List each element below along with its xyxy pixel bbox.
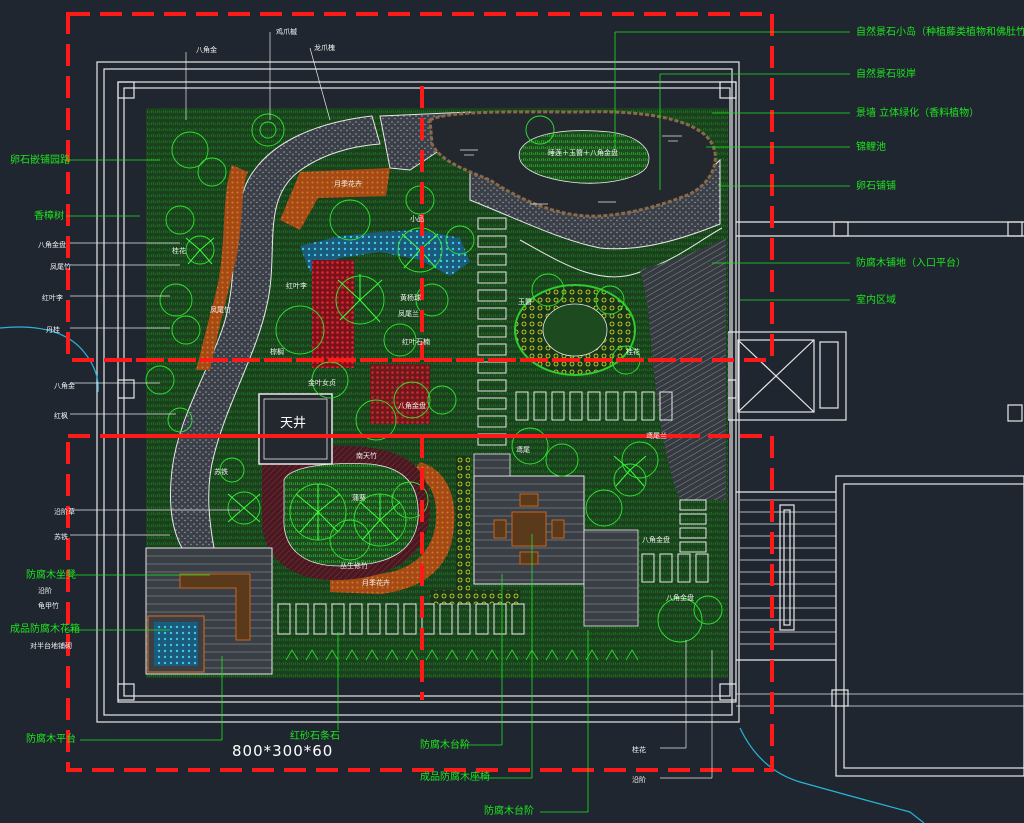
stepping-stones-vertical — [477, 217, 507, 446]
interior-label: 金叶女贞 — [308, 379, 336, 387]
interior-label: 月季花卉 — [362, 579, 390, 587]
stepping-stones-right — [641, 499, 709, 583]
interior-label: 桂花 — [172, 247, 186, 255]
callout-landscape-wall: 景墙 立体绿化（香料植物） — [856, 108, 980, 119]
callout-lilyturf-2: 沿阶 — [38, 587, 52, 595]
interior-label: 睡莲＋玉簪＋八角金盘 — [548, 149, 618, 157]
callout-camphor: 香樟树 — [34, 211, 64, 222]
entrance-deck — [640, 238, 726, 500]
callout-red-maple: 红枫 — [54, 412, 68, 420]
leader-lines-white — [70, 32, 713, 779]
callout-timber-step-2: 防腐木台阶 — [484, 806, 534, 817]
stepping-stones-horizontal — [515, 391, 673, 421]
interior-label: 凤尾竹 — [210, 306, 231, 314]
interior-label: 月季花卉 — [334, 180, 362, 188]
red-flower-bed — [312, 260, 354, 368]
callout-island: 自然景石小岛（种植藤类植物和佛肚竹） — [856, 27, 1024, 38]
callout-indoor: 室内区域 — [856, 295, 896, 306]
adjacent-building — [727, 221, 1024, 777]
callout-pebble-path: 卵石嵌铺园路 — [10, 155, 70, 166]
zone-boundaries — [66, 12, 774, 772]
interior-label: 苏铁 — [214, 468, 228, 476]
callout-koi-pond: 锦鲤池 — [856, 142, 886, 153]
interior-label: 八角金盘 — [642, 536, 670, 544]
interior-label: 八角金盘 — [398, 402, 426, 410]
dimension-text: 800*300*60 — [232, 742, 334, 760]
callout-stone-bank: 自然景石驳岸 — [856, 69, 916, 80]
timber-strip-top — [280, 168, 390, 230]
callout-bench-seat: 成品防腐木座椅 — [420, 772, 490, 783]
interior-label: 棕榈 — [270, 348, 284, 356]
callout-top-maple: 鸡爪槭 — [276, 28, 297, 36]
timber-strip-left — [196, 165, 248, 370]
timber-strip-arc — [330, 462, 455, 594]
callout-fatsia-2: 八角金 — [54, 382, 75, 390]
site-boundary-left — [0, 326, 99, 393]
interior-label: 桂花 — [626, 348, 640, 356]
callout-bottom-lilyturf: 沿阶 — [632, 776, 646, 784]
callout-red-sandstone: 红砂石条石 — [290, 731, 340, 742]
callout-osmanthus: 丹桂 — [46, 326, 60, 334]
callout-bamboo: 凤尾竹 — [50, 263, 71, 271]
timber-bench — [179, 573, 251, 641]
interior-label: 凤尾兰 — [398, 310, 419, 318]
interior-label: 八角金盘 — [666, 594, 694, 602]
callout-timber-step: 防腐木台阶 — [420, 740, 470, 751]
interior-label: 丛生修竹 — [340, 562, 368, 570]
site-boundary-right — [739, 727, 925, 823]
water-ripples — [460, 135, 682, 205]
interior-label: 红叶石楠 — [402, 338, 430, 346]
leader-lines — [66, 31, 850, 813]
palm-symbols — [185, 233, 647, 541]
interior-label: 蒲葵 — [352, 494, 366, 502]
callout-purple-plum: 红叶李 — [42, 294, 63, 302]
water-channel — [300, 230, 470, 276]
interior-label: 小品 — [410, 215, 424, 223]
callout-top-fatsia: 八角金 — [196, 46, 217, 54]
skylight-label: 天井 — [280, 416, 307, 431]
callout-timber-platform: 防腐木平台 — [26, 734, 76, 745]
interior-label: 玉簪 — [518, 298, 532, 306]
interior-label: 红叶李 — [286, 282, 307, 290]
building-outline — [96, 61, 740, 723]
callout-planter: 成品防腐木花箱 — [10, 624, 80, 635]
interior-label: 鸢尾 — [516, 446, 530, 454]
callout-cycad: 苏铁 — [54, 533, 68, 541]
interior-label: 黄杨球 — [400, 294, 421, 302]
callout-lilyturf: 沿阶草 — [54, 508, 75, 516]
callout-top-pagoda: 龙爪槐 — [314, 44, 335, 52]
interior-label: 南天竹 — [356, 452, 377, 460]
callout-bench: 防腐木坐凳 — [26, 570, 76, 581]
skylight — [258, 393, 333, 465]
callout-bottom-osmanthus: 桂花 — [632, 746, 646, 754]
callout-tortoise-bamboo: 龟甲竹 — [38, 602, 59, 610]
callout-entrance-deck: 防腐木铺地（入口平台） — [856, 258, 966, 269]
interior-label: 鸢尾兰 — [646, 432, 667, 440]
table-chairs — [493, 493, 565, 565]
callout-cobble: 卵石铺铺 — [856, 181, 896, 192]
callout-paving: 对半台地铺砌 — [30, 642, 72, 650]
callout-fatsia: 八角金盘 — [38, 241, 66, 249]
stair-treads — [736, 499, 1024, 707]
